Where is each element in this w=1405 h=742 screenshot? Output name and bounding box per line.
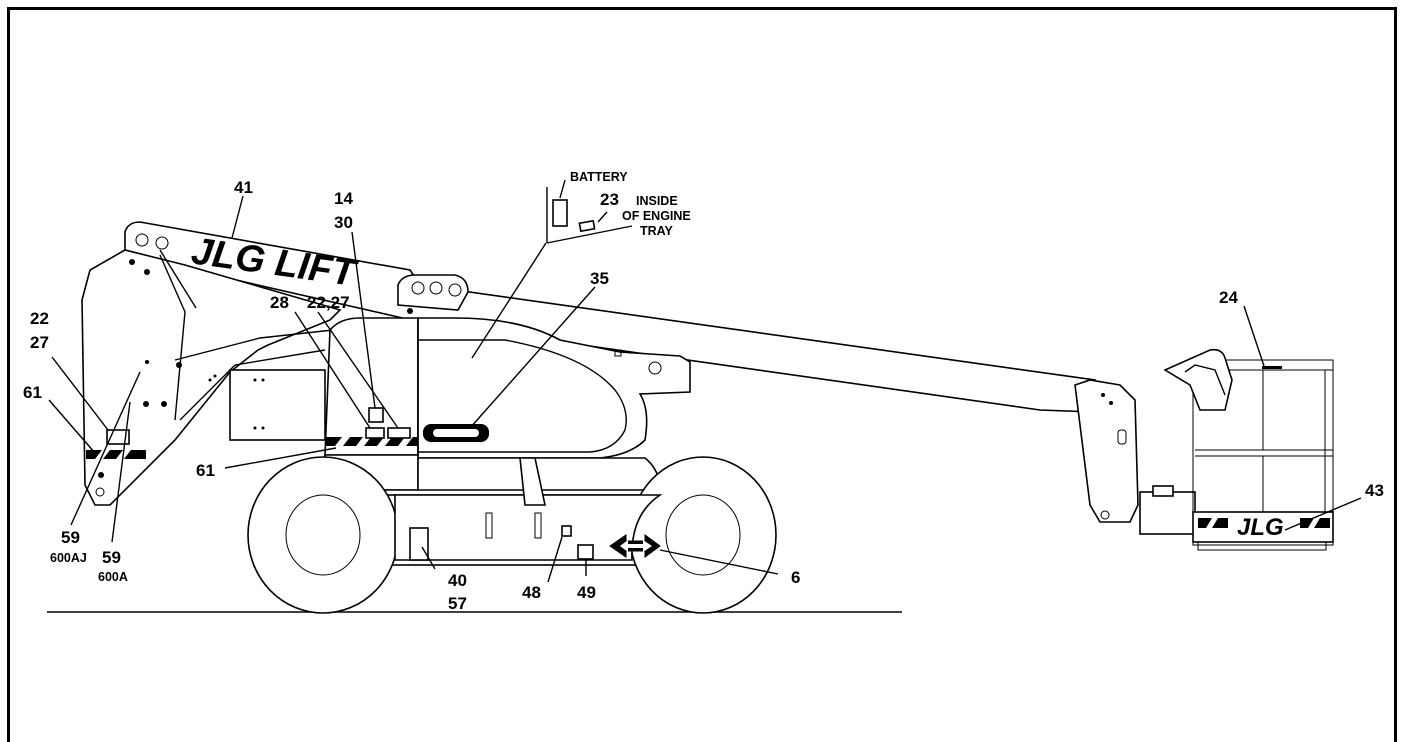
decal-14-30: [368, 407, 384, 423]
callout-30: 30: [334, 213, 353, 232]
callout-61-left: 61: [23, 383, 42, 402]
platform-logo-decal: JLG: [1198, 514, 1330, 541]
decal-49: [577, 544, 594, 560]
rear-wheel: [247, 456, 399, 614]
battery-inset: [546, 187, 633, 244]
jib: [1074, 379, 1139, 523]
leader-lines: [48, 179, 1362, 583]
main-boom: [124, 221, 1096, 413]
inside-label-3: TRAY: [640, 224, 674, 238]
callout-28: 28: [270, 293, 289, 312]
drawing-frame: [7, 7, 1397, 742]
callout-57: 57: [448, 594, 467, 613]
callout-24: 24: [1219, 288, 1238, 307]
callout-61-mid: 61: [196, 461, 215, 480]
callout-35: 35: [590, 269, 609, 288]
decal-22-27-top: [387, 427, 411, 439]
callout-48: 48: [522, 583, 541, 602]
inside-label-2: OF ENGINE: [622, 209, 691, 223]
callout-27: 27: [30, 333, 49, 352]
tower-structure: [81, 249, 413, 506]
model-600a: 600A: [98, 570, 128, 584]
decal-48: [561, 525, 572, 537]
callout-labels: 41 14 30 28 22,27 35 BATTERY 23 INSIDE O…: [23, 170, 1384, 613]
callout-14: 14: [334, 189, 353, 208]
callout-23: 23: [600, 190, 619, 209]
callout-59-a: 59: [61, 528, 80, 547]
callout-6: 6: [791, 568, 800, 587]
battery-label: BATTERY: [570, 170, 628, 184]
front-wheel: [629, 456, 777, 614]
platform: [1139, 348, 1334, 551]
callout-49: 49: [577, 583, 596, 602]
model-600aj: 600AJ: [50, 551, 87, 565]
callout-43: 43: [1365, 481, 1384, 500]
hazard-stripe-tower: [86, 450, 146, 459]
callout-22: 22: [30, 309, 49, 328]
platform-logo-text: JLG: [1237, 514, 1284, 541]
callout-41: 41: [234, 178, 253, 197]
inside-label-1: INSIDE: [636, 194, 678, 208]
boom-bracket: [397, 274, 469, 311]
callout-59-b: 59: [102, 548, 121, 567]
chassis-front: [394, 457, 663, 561]
decal-28: [365, 427, 385, 439]
turntable-cover: [324, 317, 691, 496]
callout-22-27-top: 22,27: [307, 293, 350, 312]
decal-40-57: [409, 527, 429, 561]
callout-40: 40: [448, 571, 467, 590]
